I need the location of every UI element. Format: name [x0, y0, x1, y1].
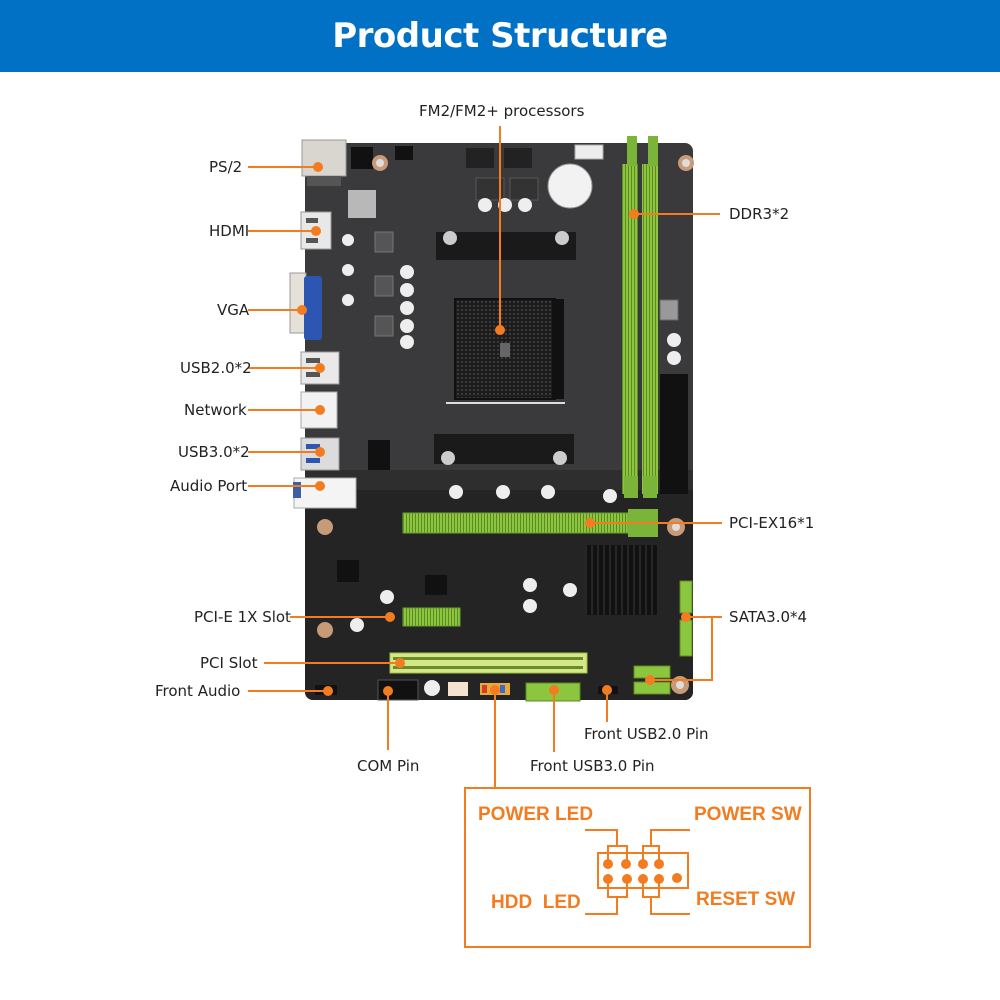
label-power-sw: POWER SW	[694, 804, 802, 825]
header-banner: Product Structure	[0, 0, 1000, 72]
cpu-retention-bottom	[434, 434, 574, 464]
label-hdmi: HDMI	[209, 222, 250, 240]
vga-port	[289, 272, 307, 334]
label-vga: VGA	[217, 301, 250, 319]
label-audio-port: Audio Port	[170, 477, 248, 495]
label-ps2: PS/2	[209, 158, 243, 176]
chipset-heatsink	[585, 545, 659, 615]
sata-port-1	[679, 580, 693, 614]
label-usb3: USB3.0*2	[178, 443, 250, 461]
label-pciex16: PCI-EX16*1	[729, 514, 815, 532]
label-front-usb3: Front USB3.0 Pin	[530, 757, 655, 775]
label-pci: PCI Slot	[200, 654, 258, 672]
label-power-led: POWER LED	[478, 804, 594, 825]
label-hdd-led: HDD LED	[491, 892, 581, 913]
front-panel-pinout-box	[464, 787, 811, 948]
label-pcie1x: PCI-E 1X Slot	[194, 608, 291, 626]
label-network: Network	[184, 401, 247, 419]
sata-port-2	[679, 619, 693, 657]
front-panel-pins	[603, 859, 682, 884]
page-title: Product Structure	[332, 16, 668, 56]
cmos-battery	[547, 163, 593, 209]
atx-power-connector	[660, 374, 688, 494]
pcie-x1-slot	[402, 607, 461, 627]
label-front-usb2: Front USB2.0 Pin	[584, 725, 709, 743]
label-sata: SATA3.0*4	[729, 608, 808, 626]
audio-port	[293, 477, 357, 509]
label-reset-sw: RESET SW	[696, 889, 796, 910]
ps2-port	[301, 139, 347, 177]
cpu-retention-top	[436, 232, 576, 260]
label-cpu-socket: FM2/FM2+ processors	[419, 102, 585, 120]
label-front-audio: Front Audio	[155, 682, 241, 700]
ddr3-slot-2	[642, 164, 658, 494]
pci-slot	[389, 652, 588, 674]
ddr3-slot-1	[622, 164, 638, 494]
label-usb2: USB2.0*2	[180, 359, 252, 377]
label-ddr3: DDR3*2	[729, 205, 790, 223]
label-com-pin: COM Pin	[357, 757, 420, 775]
